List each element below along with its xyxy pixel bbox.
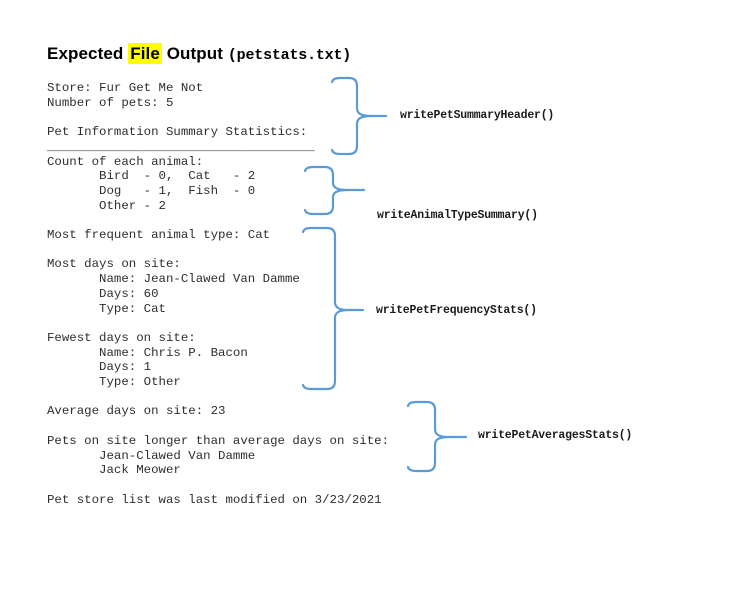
curly-brace-frequency-stats — [301, 226, 365, 391]
curly-brace-animal-type-summary — [303, 165, 366, 216]
function-label-write-pet-averages-stats: writePetAveragesStats() — [478, 429, 633, 442]
page-title: Expected File Output (petstats.txt) — [47, 43, 352, 64]
title-prefix: Expected — [47, 44, 129, 63]
function-label-write-pet-summary-header: writePetSummaryHeader() — [400, 109, 555, 122]
function-label-write-animal-type-summary: writeAnimalTypeSummary() — [377, 209, 538, 222]
curly-brace-averages-stats — [406, 400, 468, 473]
curly-brace-summary-header — [330, 76, 388, 156]
title-filename: (petstats.txt) — [227, 47, 352, 64]
function-label-write-pet-frequency-stats: writePetFrequencyStats() — [376, 304, 537, 317]
title-highlighted-word: File — [128, 43, 162, 64]
file-output-text: Store: Fur Get Me Not Number of pets: 5 … — [47, 81, 390, 507]
title-suffix: Output — [161, 44, 228, 63]
